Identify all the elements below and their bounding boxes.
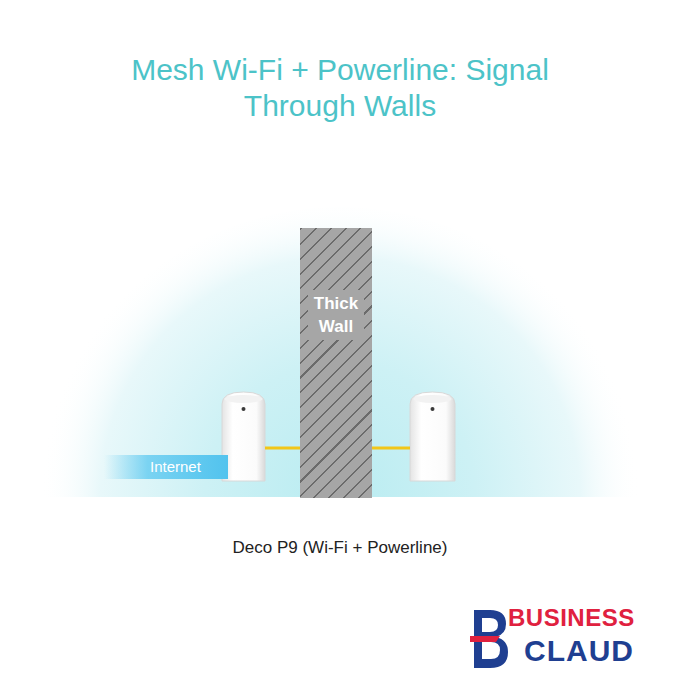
wall-label: Thick Wall [308, 290, 364, 340]
watermark-logo: BUSINESS CLAUD [464, 598, 680, 680]
watermark-text: BUSINESS [508, 604, 635, 632]
logo-mark [470, 606, 510, 672]
powerline-wire [265, 436, 410, 462]
caption: Deco P9 (Wi-Fi + Powerline) [90, 537, 590, 559]
signal-dome [40, 207, 640, 497]
deco-unit [410, 392, 455, 481]
wall-block: Thick Wall [300, 228, 372, 498]
watermark-text: CLAUD [524, 634, 634, 668]
internet-band: Internet [104, 455, 228, 479]
deco-unit [222, 392, 265, 481]
title: Mesh Wi-Fi + Powerline: Signal Through W… [100, 52, 580, 124]
band-label: Internet [150, 458, 201, 476]
